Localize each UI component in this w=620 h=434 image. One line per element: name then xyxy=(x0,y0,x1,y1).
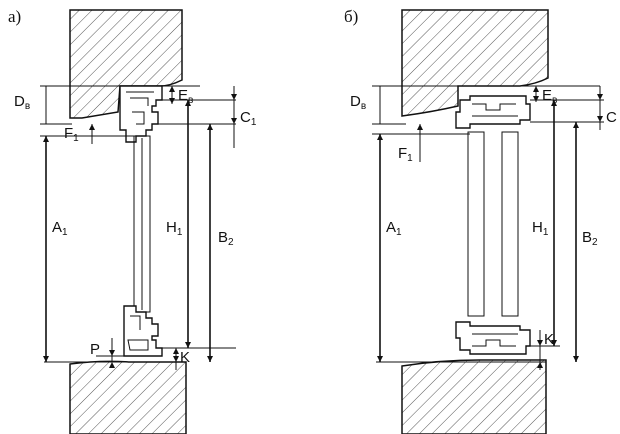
panel-b-label-F1: F1 xyxy=(398,145,413,164)
panel-b-lower-frame xyxy=(455,321,531,355)
panel-b-glass-unit-left xyxy=(467,131,485,317)
panel-b-bottom-wall xyxy=(401,359,547,434)
panel-a: а) xyxy=(8,7,257,434)
panel-a-tag: а) xyxy=(8,7,21,26)
panel-a-bottom-wall xyxy=(69,360,187,434)
panel-b-label-B2: B2 xyxy=(582,229,598,248)
panel-b-label-K: K xyxy=(544,331,554,348)
panel-a-lower-frame-inner xyxy=(127,315,149,351)
panel-a-label-Db: Dв xyxy=(14,93,30,112)
panel-a-label-P: P xyxy=(90,341,100,358)
panel-b-upper-frame xyxy=(455,95,531,129)
panel-b-label-A1: A1 xyxy=(386,219,402,238)
panel-a-label-C1: C1 xyxy=(240,109,257,128)
panel-b-glass-unit-right xyxy=(501,131,519,317)
panel-a-upper-frame xyxy=(119,85,163,143)
panel-b-label-Eb: Eв xyxy=(542,87,557,106)
panel-b-label-C: C xyxy=(606,109,617,126)
panel-b: б) xyxy=(344,7,617,434)
panel-b-upper-frame-inner xyxy=(472,103,518,117)
panel-b-tag: б) xyxy=(344,7,358,26)
panel-a-label-K: K xyxy=(180,349,190,366)
panel-a-upper-frame-inner xyxy=(126,91,154,125)
panel-b-lower-frame-inner xyxy=(472,333,518,347)
panel-b-label-Db: Dв xyxy=(350,93,366,112)
panel-b-dimensions xyxy=(372,85,604,370)
panel-a-label-F1: F1 xyxy=(64,125,79,144)
panel-a-label-H1: H1 xyxy=(166,219,183,238)
panel-a-label-Eb: Eв xyxy=(178,87,193,106)
panel-a-dimensions xyxy=(40,85,237,370)
panel-b-label-H1: H1 xyxy=(532,219,549,238)
panel-a-lower-frame xyxy=(123,305,163,357)
panel-a-label-B2: B2 xyxy=(218,229,234,248)
panel-a-label-A1: A1 xyxy=(52,219,68,238)
